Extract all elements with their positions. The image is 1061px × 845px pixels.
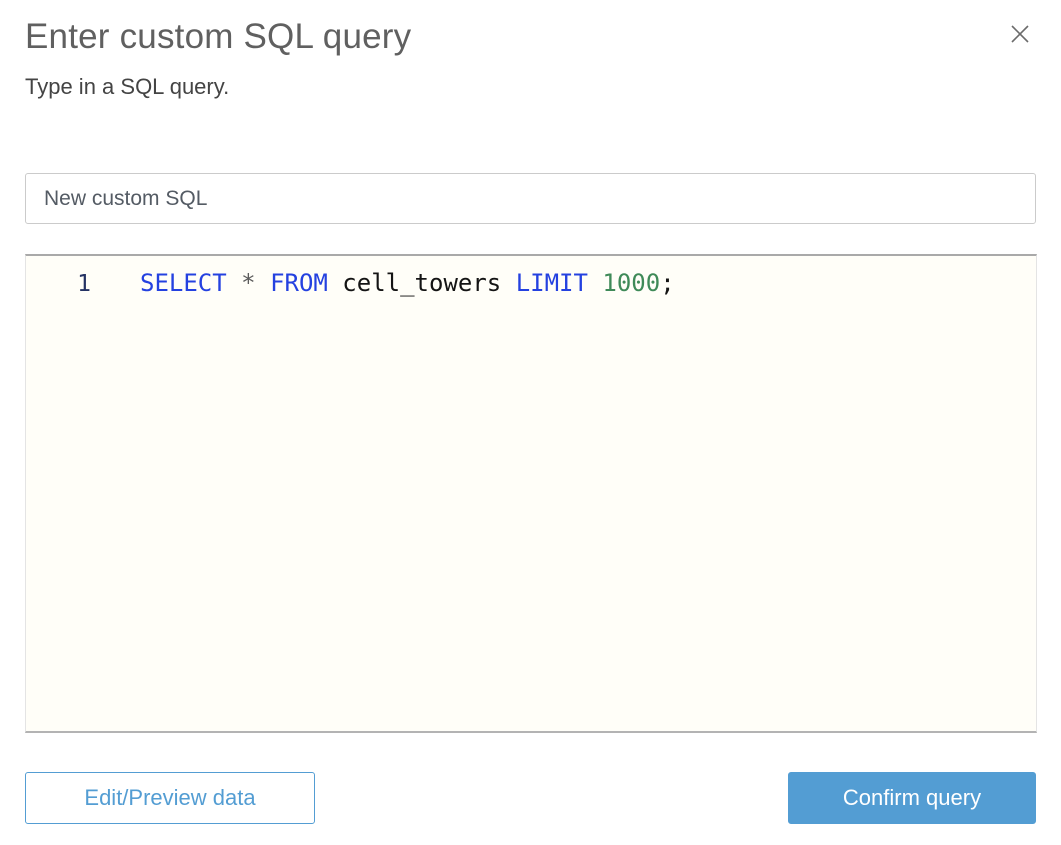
close-button[interactable]: [1009, 23, 1031, 45]
dialog-subtitle: Type in a SQL query.: [25, 74, 230, 99]
dialog-title: Enter custom SQL query: [25, 17, 412, 56]
close-icon: [1009, 25, 1031, 48]
confirm-query-button[interactable]: Confirm query: [788, 772, 1036, 824]
line-number: 1: [77, 271, 91, 297]
dialog-header: Enter custom SQL query: [25, 0, 1036, 58]
code-line-1: 1 SELECT * FROM cell_towers LIMIT 1000;: [26, 256, 1036, 297]
query-name-input[interactable]: [25, 173, 1036, 224]
code-line-content: SELECT * FROM cell_towers LIMIT 1000;: [140, 269, 675, 297]
edit-preview-data-button[interactable]: Edit/Preview data: [25, 772, 315, 824]
sql-code-editor[interactable]: 1 SELECT * FROM cell_towers LIMIT 1000;: [25, 254, 1037, 733]
dialog-footer: Edit/Preview data Confirm query: [25, 772, 1036, 824]
